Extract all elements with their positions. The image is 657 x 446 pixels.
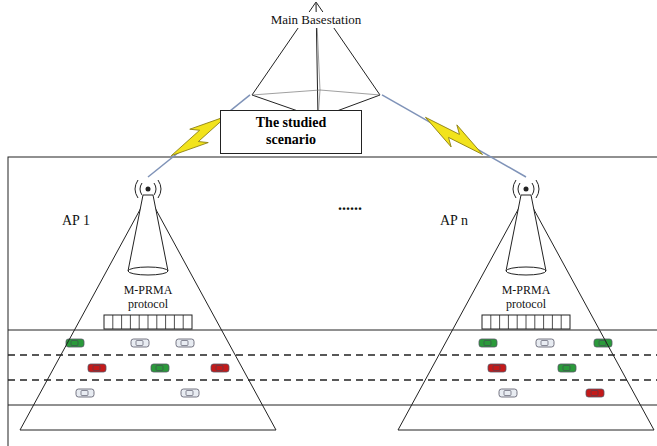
- access-point: AP n M-PRMA protocol: [398, 175, 654, 432]
- car: [479, 339, 497, 347]
- car: [488, 364, 506, 372]
- road: [8, 330, 657, 405]
- vehicles: [66, 339, 612, 397]
- ap-label: AP n: [440, 213, 468, 229]
- queue: [482, 315, 570, 329]
- ap-label: AP 1: [62, 213, 90, 229]
- node-title: Main Basestation: [269, 12, 364, 28]
- car: [536, 339, 554, 347]
- node-title: The studied scenario: [231, 115, 351, 149]
- car: [499, 389, 517, 397]
- car: [76, 389, 94, 397]
- car: [176, 339, 194, 347]
- protocol-label: M-PRMA protocol: [106, 284, 190, 312]
- car: [211, 364, 229, 372]
- ellipsis-label: ......: [338, 196, 362, 214]
- car: [151, 364, 169, 372]
- car: [586, 389, 604, 397]
- main-basestation: Main Basestation: [250, 0, 382, 120]
- scenario-box: The studied scenario: [220, 110, 362, 154]
- access-point: AP 1 M-PRMA protocol: [20, 175, 276, 432]
- car: [88, 364, 106, 372]
- car: [131, 339, 149, 347]
- car: [558, 364, 576, 372]
- car: [181, 389, 199, 397]
- car: [594, 339, 612, 347]
- wireless-link: [382, 95, 526, 177]
- protocol-label: M-PRMA protocol: [484, 284, 568, 312]
- queue: [104, 315, 192, 329]
- scenario-region: [8, 157, 657, 446]
